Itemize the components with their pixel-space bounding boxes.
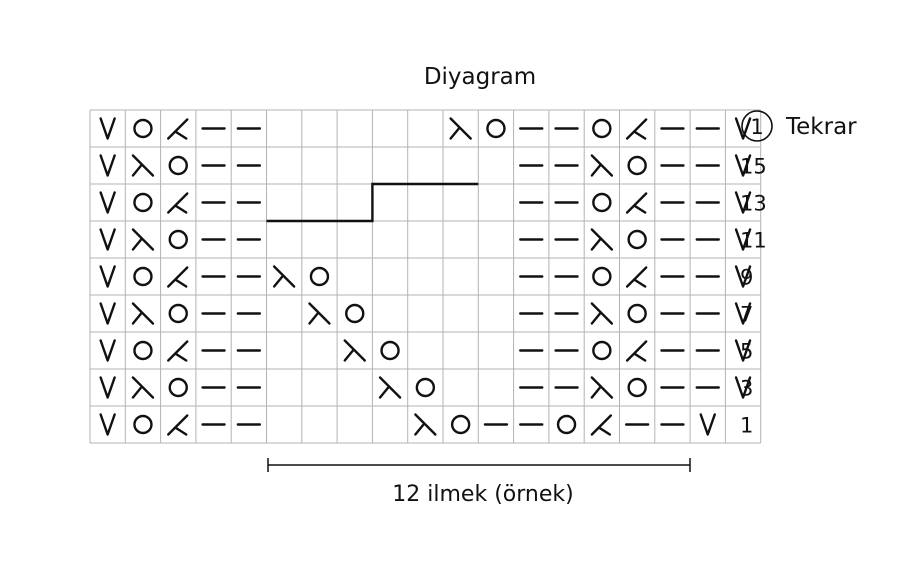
row-label: 13 bbox=[740, 192, 767, 216]
row-label: 5 bbox=[740, 340, 753, 364]
v-symbol bbox=[99, 413, 116, 436]
v-symbol bbox=[99, 302, 116, 325]
right-lean-symbol bbox=[590, 376, 614, 399]
row-label: 15 bbox=[740, 155, 767, 179]
left-lean-symbol bbox=[590, 414, 613, 436]
right-lean-symbol bbox=[590, 154, 614, 177]
row-labels: 15 13 11 9 7 5 3 1 bbox=[740, 155, 767, 438]
circle-symbol bbox=[592, 192, 612, 213]
circle-symbol bbox=[309, 266, 330, 287]
v-symbol bbox=[734, 265, 752, 288]
stitch-symbols bbox=[99, 117, 752, 436]
legend-label: Tekrar bbox=[785, 114, 857, 140]
circle-symbol bbox=[133, 192, 153, 213]
left-lean-symbol bbox=[167, 414, 189, 436]
span-label: 12 ilmek (örnek) bbox=[392, 482, 573, 507]
right-lean-symbol bbox=[131, 154, 155, 177]
right-lean-symbol bbox=[590, 228, 614, 251]
repeat-legend: 1 Tekrar bbox=[741, 110, 857, 142]
row-label: 1 bbox=[740, 414, 753, 438]
legend-number: 1 bbox=[750, 115, 763, 139]
left-lean-symbol bbox=[625, 118, 648, 140]
circle-symbol bbox=[133, 340, 153, 361]
circle-symbol bbox=[627, 155, 647, 176]
circle-symbol bbox=[592, 266, 612, 287]
left-lean-symbol bbox=[625, 340, 648, 362]
v-symbol bbox=[734, 191, 752, 214]
right-lean-symbol bbox=[308, 302, 331, 325]
left-lean-symbol bbox=[625, 192, 648, 214]
right-lean-symbol bbox=[131, 302, 155, 325]
left-lean-symbol bbox=[167, 266, 189, 288]
v-symbol bbox=[99, 265, 116, 288]
right-lean-symbol bbox=[343, 339, 366, 362]
v-symbol bbox=[99, 154, 116, 177]
left-lean-symbol bbox=[167, 192, 189, 214]
circle-symbol bbox=[345, 303, 365, 324]
v-symbol bbox=[734, 376, 752, 399]
left-lean-symbol bbox=[167, 340, 189, 362]
circle-symbol bbox=[627, 229, 647, 250]
right-lean-symbol bbox=[449, 117, 472, 140]
circle-symbol bbox=[627, 377, 647, 398]
legend-circle-icon bbox=[741, 110, 773, 142]
v-symbol bbox=[734, 339, 752, 362]
right-lean-symbol bbox=[272, 265, 296, 288]
left-lean-symbol bbox=[167, 118, 189, 140]
right-lean-symbol bbox=[590, 302, 614, 325]
circle-symbol bbox=[133, 118, 153, 139]
circle-symbol bbox=[450, 414, 471, 435]
right-lean-symbol bbox=[378, 376, 402, 399]
v-symbol bbox=[99, 228, 116, 251]
right-lean-symbol bbox=[414, 413, 437, 436]
row-label: 3 bbox=[740, 377, 753, 401]
row-label: 9 bbox=[740, 266, 753, 290]
circle-symbol bbox=[168, 303, 188, 324]
v-symbol bbox=[734, 302, 752, 325]
v-symbol bbox=[99, 117, 116, 140]
row-label: 11 bbox=[740, 229, 767, 253]
v-symbol bbox=[699, 413, 716, 436]
circle-symbol bbox=[133, 414, 153, 435]
chart-grid bbox=[89, 109, 762, 444]
right-lean-symbol bbox=[131, 228, 155, 251]
v-symbol bbox=[734, 154, 752, 177]
right-lean-symbol bbox=[131, 376, 155, 399]
v-symbol bbox=[734, 228, 752, 251]
circle-symbol bbox=[486, 118, 506, 139]
circle-symbol bbox=[627, 303, 647, 324]
circle-symbol bbox=[133, 266, 153, 287]
circle-symbol bbox=[168, 229, 188, 250]
v-symbol bbox=[734, 117, 752, 140]
circle-symbol bbox=[168, 155, 188, 176]
row-label: 7 bbox=[740, 303, 753, 327]
circle-symbol bbox=[556, 414, 577, 435]
v-symbol bbox=[99, 191, 116, 214]
repeat-boundary-line bbox=[266, 182, 479, 223]
circle-symbol bbox=[415, 377, 436, 398]
v-symbol bbox=[99, 376, 116, 399]
v-symbol bbox=[99, 339, 116, 362]
circle-symbol bbox=[168, 377, 188, 398]
left-lean-symbol bbox=[625, 266, 648, 288]
chart-title: Diyagram bbox=[424, 64, 536, 90]
stitch-span-bracket: 12 ilmek (örnek) bbox=[267, 458, 691, 507]
circle-symbol bbox=[380, 340, 400, 361]
circle-symbol bbox=[592, 118, 612, 139]
circle-symbol bbox=[592, 340, 612, 361]
